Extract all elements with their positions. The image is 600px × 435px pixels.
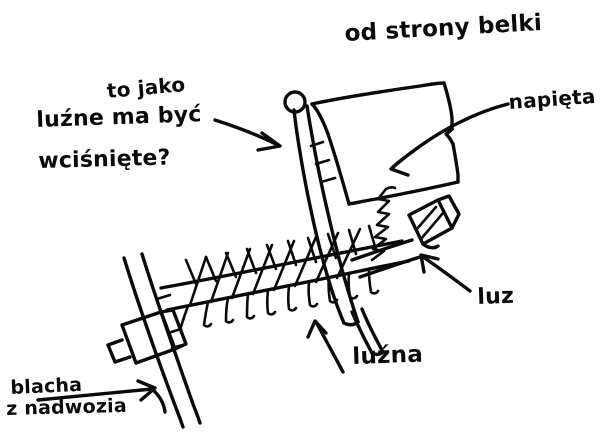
body-sheet-metal bbox=[122, 252, 202, 429]
vertical-rod bbox=[292, 104, 385, 357]
play-arrow bbox=[419, 253, 472, 293]
question-arrow bbox=[213, 118, 282, 152]
label-wcisniete: wciśnięte? bbox=[37, 145, 171, 174]
sheet-arrow bbox=[36, 379, 167, 414]
threaded-rod-hatched bbox=[159, 224, 411, 329]
beam-side-plate bbox=[310, 81, 460, 206]
loose-arrow bbox=[306, 319, 345, 374]
label-luz: luz bbox=[476, 283, 515, 310]
label-z-nadwozia: z nadwozia bbox=[5, 394, 128, 420]
label-luzna: luźna bbox=[351, 341, 424, 370]
label-luzne-ma-byc: luźne ma być bbox=[35, 102, 202, 133]
label-blacha: blacha bbox=[9, 373, 83, 399]
bolt-head-block bbox=[407, 194, 461, 250]
link-arm bbox=[350, 238, 422, 279]
tension-arrow bbox=[389, 102, 510, 177]
